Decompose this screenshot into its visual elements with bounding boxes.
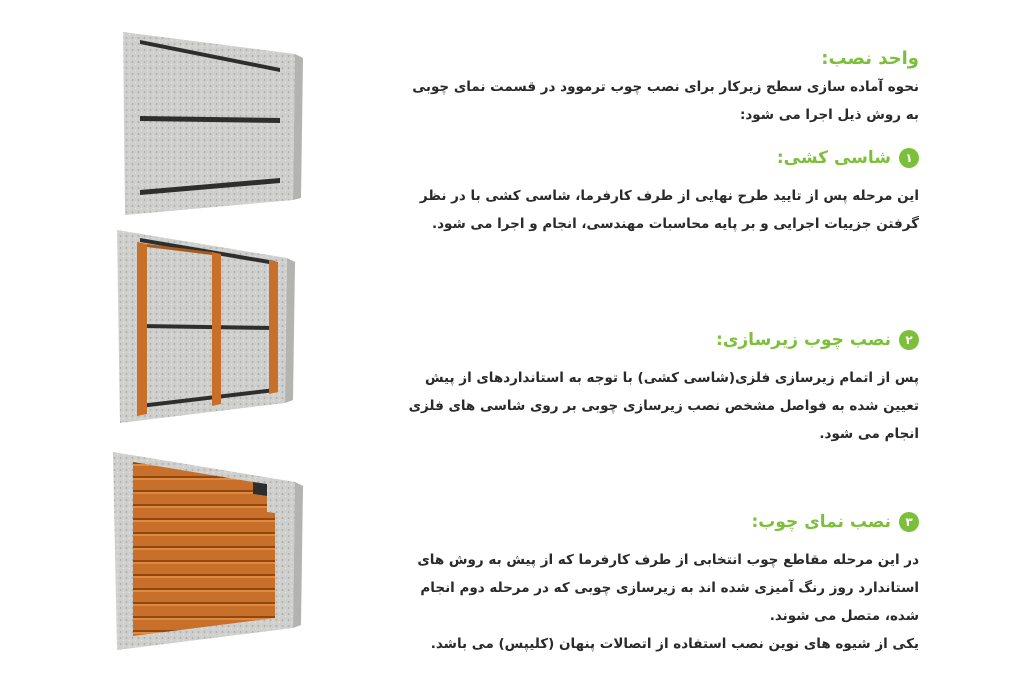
concrete-wall-face — [123, 32, 295, 215]
wood-stud-right — [269, 260, 278, 394]
steel-bar-middle — [140, 324, 275, 330]
concrete-wall-side — [293, 54, 303, 200]
intro-title: واحد نصب: — [821, 48, 919, 69]
section-cladding-heading: ٣ نصب نمای چوب: — [399, 512, 919, 532]
section-subframe-heading: ٢ نصب چوب زیرسازی: — [399, 330, 919, 350]
section-subframe-body: پس از اتمام زیرسازی فلزی(شاسی کشی) با تو… — [408, 370, 919, 442]
section-cladding-title: نصب نمای چوب: — [751, 512, 891, 532]
illustration-wood-subframe — [95, 228, 310, 428]
cladding-wall-svg — [113, 452, 303, 650]
steel-bar-middle — [140, 116, 280, 123]
step-number-badge: ٢ — [899, 330, 919, 350]
concrete-wall-side — [285, 258, 295, 403]
section-subframe: ٢ نصب چوب زیرسازی: پس از اتمام زیرسازی ف… — [399, 330, 919, 448]
section-chassis-body: این مرحله پس از تایید طرح نهایی از طرف ک… — [419, 188, 919, 232]
section-chassis-heading: ١ شاسی کشی: — [399, 148, 919, 168]
exposed-steel-corner — [253, 482, 267, 496]
section-cladding: ٣ نصب نمای چوب: در این مرحله مقاطع چوب ا… — [399, 512, 919, 658]
steel-bar-top — [140, 40, 280, 72]
wood-boards — [133, 462, 275, 636]
intro-section: واحد نصب: نحوه آماده سازی سطح زیرکار برا… — [399, 48, 919, 129]
wood-stud-left — [137, 242, 147, 416]
steel-bar-bottom — [140, 388, 275, 408]
wood-stud-middle — [212, 252, 221, 406]
section-cladding-body: در این مرحله مقاطع چوب انتخابی از طرف کا… — [417, 552, 919, 624]
wood-rail-top — [147, 244, 212, 255]
subframe-wall-svg — [117, 230, 295, 423]
step-number-badge: ٣ — [899, 512, 919, 532]
section-subframe-title: نصب چوب زیرسازی: — [716, 330, 891, 350]
steel-bar-bottom — [140, 178, 280, 195]
concrete-wall-side — [293, 482, 303, 628]
step-number-badge: ١ — [899, 148, 919, 168]
illustration-steel-chassis — [95, 30, 310, 220]
section-chassis: ١ شاسی کشی: این مرحله پس از تایید طرح نه… — [399, 148, 919, 238]
section-chassis-title: شاسی کشی: — [776, 148, 891, 168]
chassis-wall-svg — [123, 32, 303, 215]
illustration-wood-cladding — [95, 450, 310, 655]
intro-body: نحوه آماده سازی سطح زیرکار برای نصب چوب … — [412, 79, 919, 123]
section-cladding-body-note: یکی از شیوه های نوین نصب استفاده از اتصا… — [430, 636, 919, 652]
